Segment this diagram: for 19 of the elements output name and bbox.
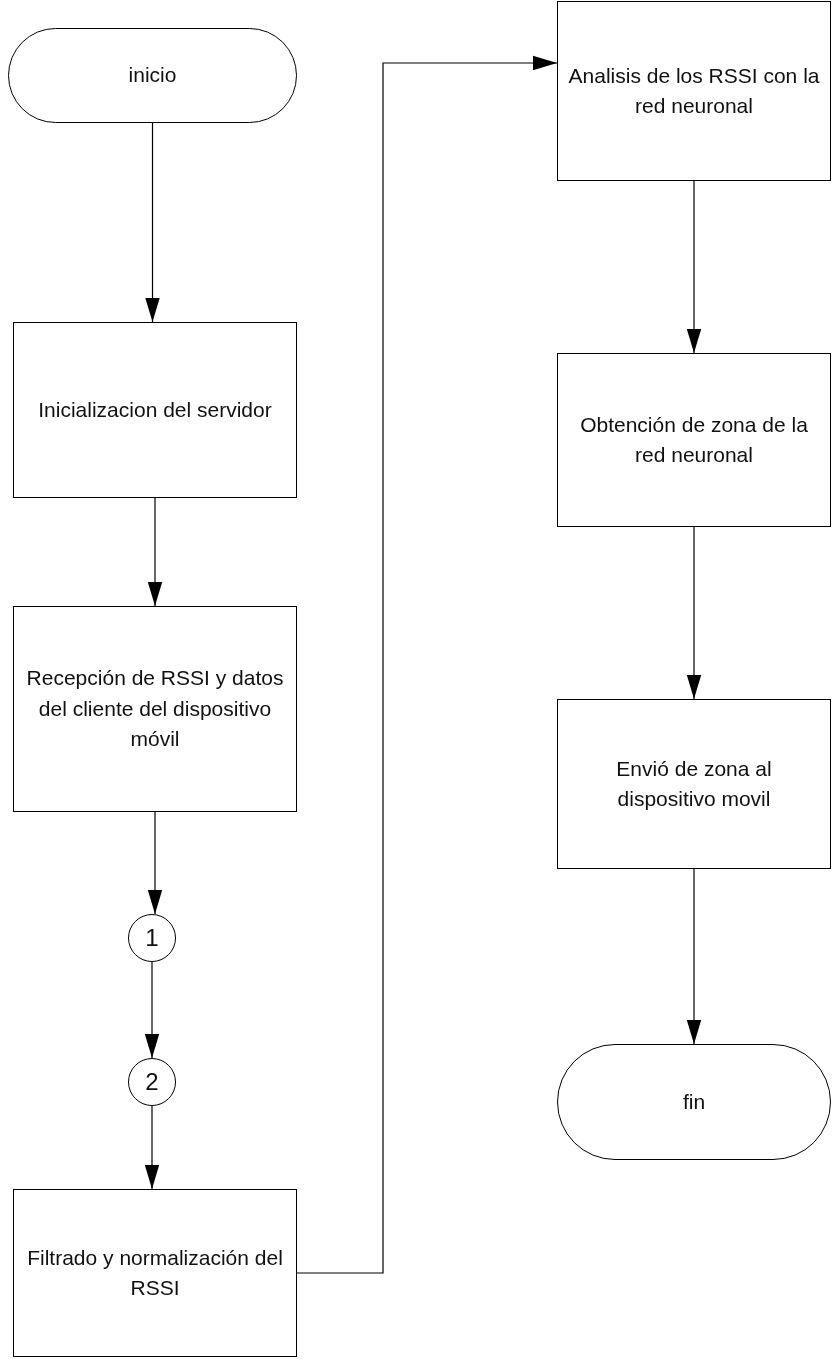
process-box: Inicializacion del servidor bbox=[13, 322, 297, 498]
arrow bbox=[686, 180, 702, 354]
arrow bbox=[686, 868, 702, 1045]
process-box: Analisis de los RSSI con la red neuronal bbox=[557, 1, 831, 181]
process-box: Obtención de zona de la red neuronal bbox=[557, 353, 831, 527]
arrow bbox=[296, 55, 558, 1274]
arrow bbox=[144, 961, 160, 1059]
start-terminator: inicio bbox=[8, 28, 297, 123]
arrow bbox=[144, 1105, 160, 1190]
arrow bbox=[686, 526, 702, 700]
process-box: Envió de zona al dispositivo movil bbox=[557, 699, 831, 869]
arrow bbox=[147, 497, 163, 607]
connector-circle: 2 bbox=[128, 1058, 176, 1106]
end-terminator: fin bbox=[557, 1044, 831, 1160]
arrow bbox=[147, 811, 163, 915]
arrow bbox=[145, 122, 160, 323]
connector-circle: 1 bbox=[128, 914, 176, 962]
process-box: Recepción de RSSI y datos del cliente del dispositivo móvil bbox=[13, 606, 297, 812]
process-box: Filtrado y normalización del RSSI bbox=[13, 1189, 297, 1357]
